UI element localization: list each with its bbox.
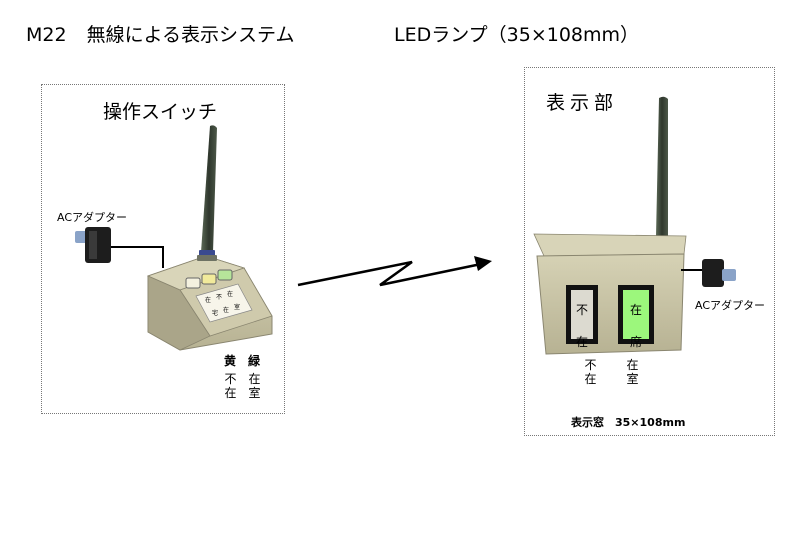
switch-button-green[interactable] xyxy=(217,269,233,281)
switch-status-absent: 不在 xyxy=(224,372,237,400)
model-number: M22 xyxy=(26,24,67,46)
display-heading: 表示部 xyxy=(546,92,619,114)
switch-button-yellow[interactable] xyxy=(201,273,217,285)
window-size-label: 表示窓 35×108mm xyxy=(571,416,686,429)
page-title: M22 無線による表示システム LEDランプ（35×108mm） xyxy=(26,20,639,47)
switch-cable xyxy=(111,246,164,268)
key-label: 在 xyxy=(227,290,233,298)
display-body xyxy=(536,253,685,355)
switch-adapter-icon xyxy=(75,227,111,263)
display-status-absent: 不在 xyxy=(584,358,597,386)
switch-antenna xyxy=(201,125,217,252)
window-absent-text: 不在 xyxy=(575,294,589,358)
key-label: 不 xyxy=(216,294,222,301)
switch-device: 在 不 在 宅 在 室 xyxy=(75,125,273,351)
display-adapter-icon xyxy=(681,259,736,287)
window-absent xyxy=(571,290,593,339)
switch-panel xyxy=(41,84,285,414)
window-absent-label: 不在 xyxy=(575,303,588,349)
key-label: 在 xyxy=(223,306,229,314)
lamp-spec: LEDランプ（35×108mm） xyxy=(394,24,640,46)
key-label: 在 xyxy=(205,296,211,304)
switch-adapter-label: ACアダプター xyxy=(57,211,128,224)
switch-key-plate xyxy=(195,283,253,323)
display-device xyxy=(533,96,736,355)
system-title: 無線による表示システム xyxy=(86,24,295,46)
switch-heading: 操作スイッチ xyxy=(103,101,218,123)
key-label: 宅 xyxy=(212,309,218,317)
window-present-label: 在席 xyxy=(629,303,642,349)
button-color-yellow: 黄 xyxy=(224,354,237,368)
display-status-present: 在室 xyxy=(626,358,639,386)
switch-status-present: 在室 xyxy=(248,372,261,400)
transmission-arrow xyxy=(297,256,492,287)
window-present xyxy=(623,290,649,339)
switch-button-1[interactable] xyxy=(185,277,201,289)
window-present-text: 在席 xyxy=(629,294,643,358)
key-label: 室 xyxy=(234,303,240,311)
display-panel xyxy=(524,67,775,436)
button-color-green: 緑 xyxy=(248,354,261,368)
display-adapter-label: ACアダプター xyxy=(695,299,766,312)
display-antenna xyxy=(656,96,668,236)
